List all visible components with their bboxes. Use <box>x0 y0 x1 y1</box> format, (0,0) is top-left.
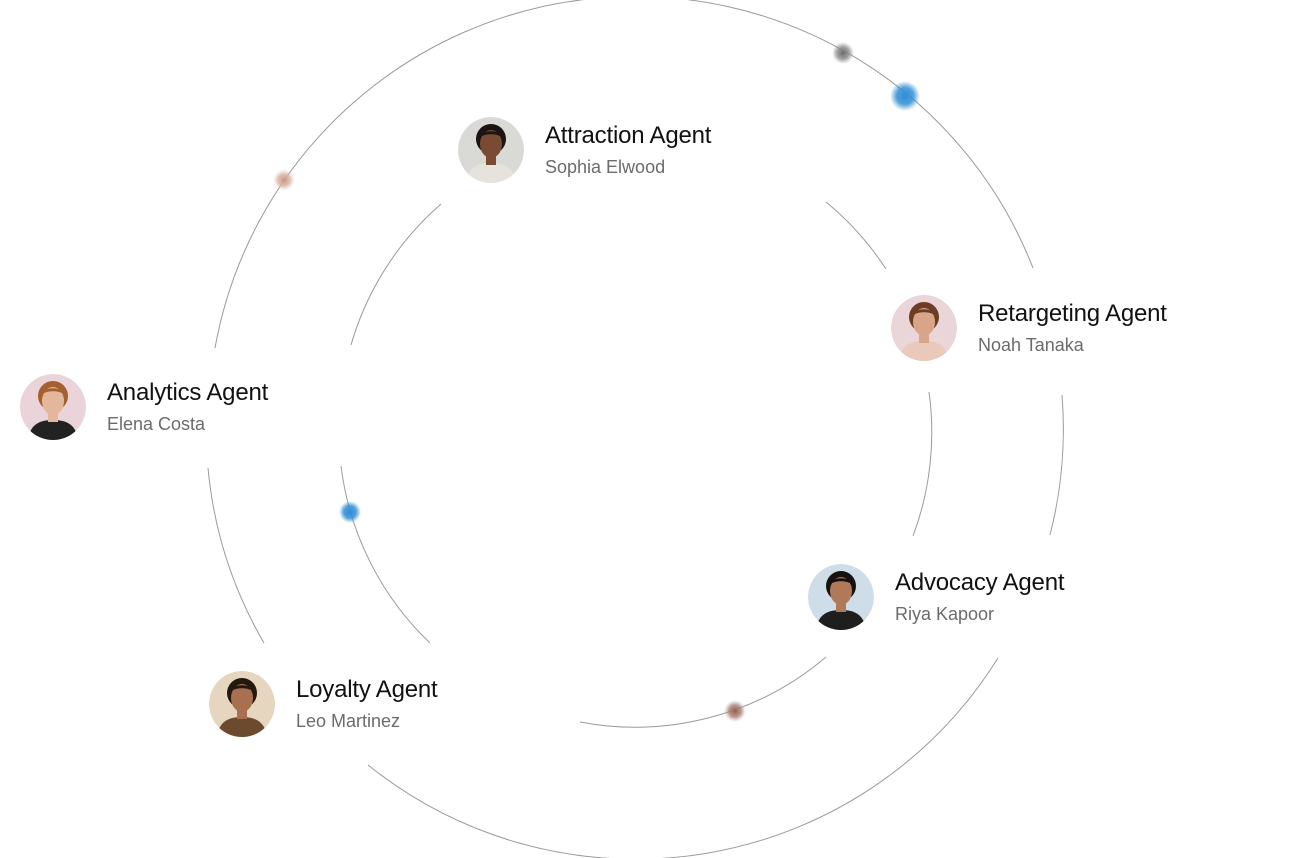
agent-card-attraction[interactable]: Attraction Agent Sophia Elwood <box>458 117 711 183</box>
agent-title: Retargeting Agent <box>978 299 1167 329</box>
orbit-dot-gray <box>832 42 854 64</box>
agent-title: Analytics Agent <box>107 378 268 408</box>
avatar <box>20 374 86 440</box>
avatar <box>458 117 524 183</box>
orbit-dot-rose <box>273 169 295 191</box>
avatar <box>891 295 957 361</box>
agent-card-loyalty[interactable]: Loyalty Agent Leo Martinez <box>209 671 438 737</box>
portrait-image <box>20 374 86 440</box>
inner-orbit-arc <box>913 392 932 536</box>
agent-title: Loyalty Agent <box>296 675 438 705</box>
agent-person-name: Riya Kapoor <box>895 601 1064 627</box>
agent-title: Attraction Agent <box>545 121 711 151</box>
agent-person-name: Leo Martinez <box>296 708 438 734</box>
outer-orbit-arc <box>1050 395 1063 535</box>
agent-person-name: Sophia Elwood <box>545 154 711 180</box>
portrait-image <box>891 295 957 361</box>
avatar <box>808 564 874 630</box>
inner-orbit-arc <box>826 202 886 269</box>
portrait-image <box>808 564 874 630</box>
outer-orbit-arc <box>368 658 998 858</box>
avatar <box>209 671 275 737</box>
portrait-image <box>458 117 524 183</box>
orbit-dot-blue <box>339 501 361 523</box>
inner-orbit-arc <box>341 466 430 643</box>
portrait-image <box>209 671 275 737</box>
agent-person-name: Noah Tanaka <box>978 332 1167 358</box>
agent-card-retargeting[interactable]: Retargeting Agent Noah Tanaka <box>891 295 1167 361</box>
agent-card-advocacy[interactable]: Advocacy Agent Riya Kapoor <box>808 564 1064 630</box>
inner-orbit-arc <box>351 204 441 345</box>
agent-person-name: Elena Costa <box>107 411 268 437</box>
inner-orbit-arc <box>580 657 826 727</box>
agent-title: Advocacy Agent <box>895 568 1064 598</box>
agent-card-analytics[interactable]: Analytics Agent Elena Costa <box>20 374 268 440</box>
orbit-dot-blue <box>890 81 920 111</box>
outer-orbit-arc <box>208 468 264 643</box>
orbit-dot-brown <box>724 700 746 722</box>
